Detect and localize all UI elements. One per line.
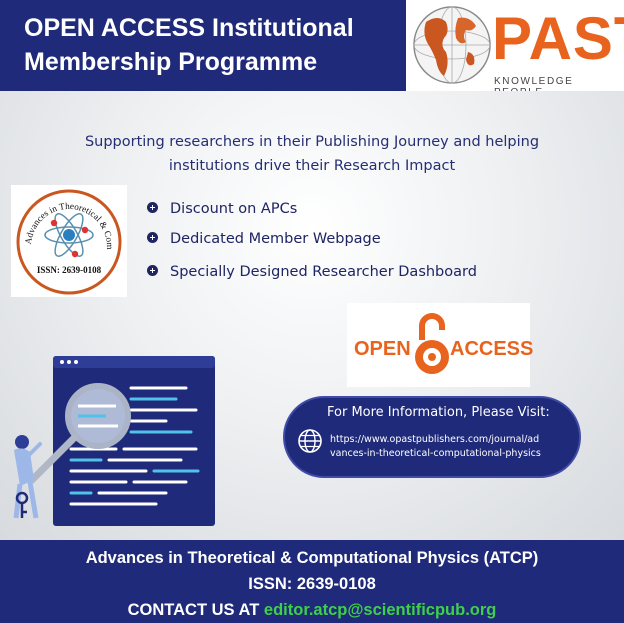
info-url-line1[interactable]: https://www.opastpublishers.com/journal/… — [330, 434, 540, 445]
code-screen-illustration — [13, 356, 215, 526]
plus-bullet-icon — [147, 265, 158, 276]
header-banner: OPEN ACCESS Institutional Membership Pro… — [0, 0, 406, 91]
seal-issn: ISSN: 2639-0108 — [37, 265, 102, 275]
contact-email-link[interactable]: editor.atcp@scientificpub.org — [263, 601, 497, 619]
page-title-line2: Membership Programme — [24, 48, 318, 76]
benefit-label: Dedicated Member Webpage — [170, 231, 381, 247]
page-title-line1: OPEN ACCESS Institutional — [24, 14, 354, 42]
benefit-label: Discount on APCs — [170, 201, 298, 217]
more-info-heading: For More Information, Please Visit: — [327, 405, 550, 420]
footer-journal-name: Advances in Theoretical & Computational … — [85, 549, 539, 567]
benefit-label: Specially Designed Researcher Dashboard — [170, 264, 477, 280]
benefit-item: Dedicated Member Webpage — [147, 231, 381, 247]
open-access-right: ACCESS — [450, 338, 534, 360]
info-url-line2[interactable]: vances-in-theoretical-computational-phys… — [330, 448, 541, 459]
benefit-item: Specially Designed Researcher Dashboard — [147, 264, 477, 280]
atom-icon — [44, 213, 94, 258]
brand-logo-text: PAST — [492, 5, 624, 72]
footer-banner: Advances in Theoretical & Computational … — [0, 540, 624, 623]
key-icon — [15, 491, 29, 518]
more-info-panel: For More Information, Please Visit: http… — [283, 396, 581, 478]
journal-seal: Advances in Theoretical & Computational … — [8, 177, 127, 297]
plus-bullet-icon — [147, 232, 158, 243]
contact-label: CONTACT US AT — [127, 601, 260, 619]
web-globe-icon — [298, 429, 322, 453]
intro-line1: Supporting researchers in their Publishi… — [84, 134, 540, 150]
open-lock-icon — [415, 313, 449, 374]
open-access-left: OPEN — [354, 338, 411, 360]
journal-seal-graphic: Advances in Theoretical & Computational … — [8, 177, 122, 295]
publisher-logo: PAST KNOWLEDGE PEOPLE — [406, 0, 624, 98]
footer-contact: CONTACT US AT editor.atcp@scientificpub.… — [0, 601, 624, 620]
benefit-item: Discount on APCs — [147, 201, 297, 217]
plus-bullet-icon — [147, 202, 158, 213]
footer-issn: ISSN: 2639-0108 — [248, 575, 376, 593]
open-access-logo: OPEN ACCESS — [347, 303, 534, 387]
globe-icon — [413, 6, 491, 84]
intro-line2: institutions drive their Research Impact — [168, 158, 456, 174]
magnifier-icon — [28, 383, 131, 484]
